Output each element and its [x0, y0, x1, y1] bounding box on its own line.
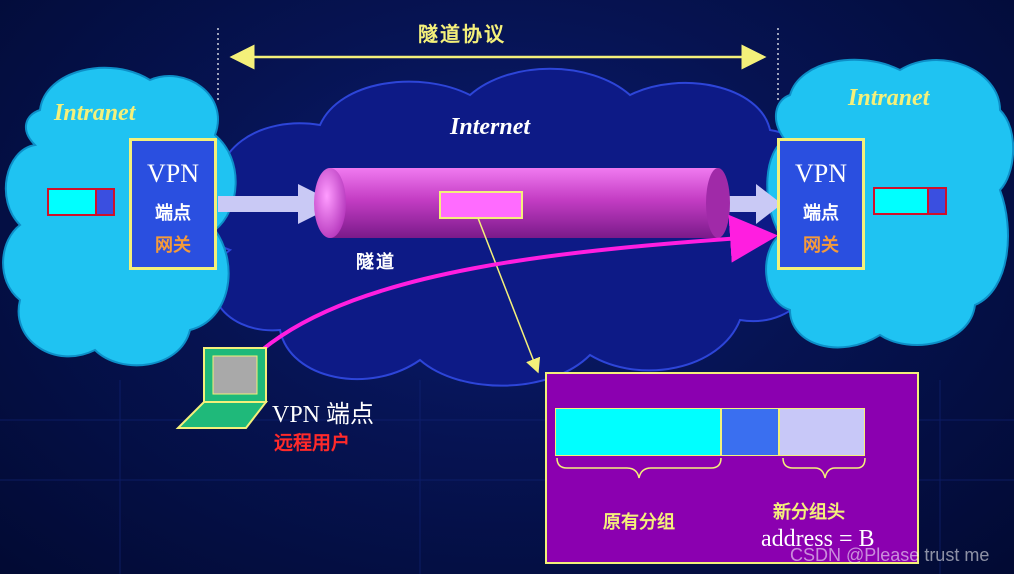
- remote-connection-arrow: [260, 214, 778, 352]
- tunnel-protocol-span: [217, 28, 779, 100]
- original-payload-block: [555, 408, 721, 456]
- gateway-left-vpn: VPN: [146, 159, 199, 188]
- vpn-gateway-right: VPN 端点 网关: [777, 138, 865, 270]
- brace-lines: [556, 457, 866, 479]
- gateway-right-endpoint: 端点: [803, 203, 839, 224]
- watermark: CSDN @Please trust me: [790, 545, 990, 565]
- vpn-gateway-left: VPN 端点 网关: [129, 138, 217, 270]
- tunnel-protocol-label: 隧道协议: [418, 22, 506, 46]
- intranet-left-label: Intranet: [54, 100, 136, 126]
- gateway-right-gateway: 网关: [803, 235, 839, 256]
- packet-pointer: [477, 217, 541, 374]
- intranet-packet-left: [47, 188, 115, 216]
- original-packet-label: 原有分组: [603, 512, 675, 533]
- intranet-packet-right: [873, 187, 947, 215]
- packet-detail-panel: 原有分组 新分组头 address = B: [545, 372, 919, 564]
- tunnel-label: 隧道: [356, 252, 396, 273]
- original-header-block: [721, 408, 779, 456]
- gateway-left-endpoint: 端点: [155, 203, 191, 224]
- remote-user-endpoint-label: VPN 端点: [272, 402, 375, 428]
- gateway-right-vpn: VPN: [794, 159, 847, 188]
- remote-user-label: 远程用户: [274, 432, 351, 454]
- internet-label: Internet: [450, 114, 531, 140]
- new-header-label: 新分组头: [773, 502, 845, 523]
- new-header-block: [779, 408, 865, 456]
- tunnel-cylinder: [314, 168, 730, 238]
- tunnel-packet: [439, 191, 523, 219]
- laptop-icon: [175, 347, 269, 429]
- address-label: address = B: [761, 526, 875, 552]
- intranet-right-label: Intranet: [848, 85, 930, 111]
- gateway-left-gateway: 网关: [155, 235, 191, 256]
